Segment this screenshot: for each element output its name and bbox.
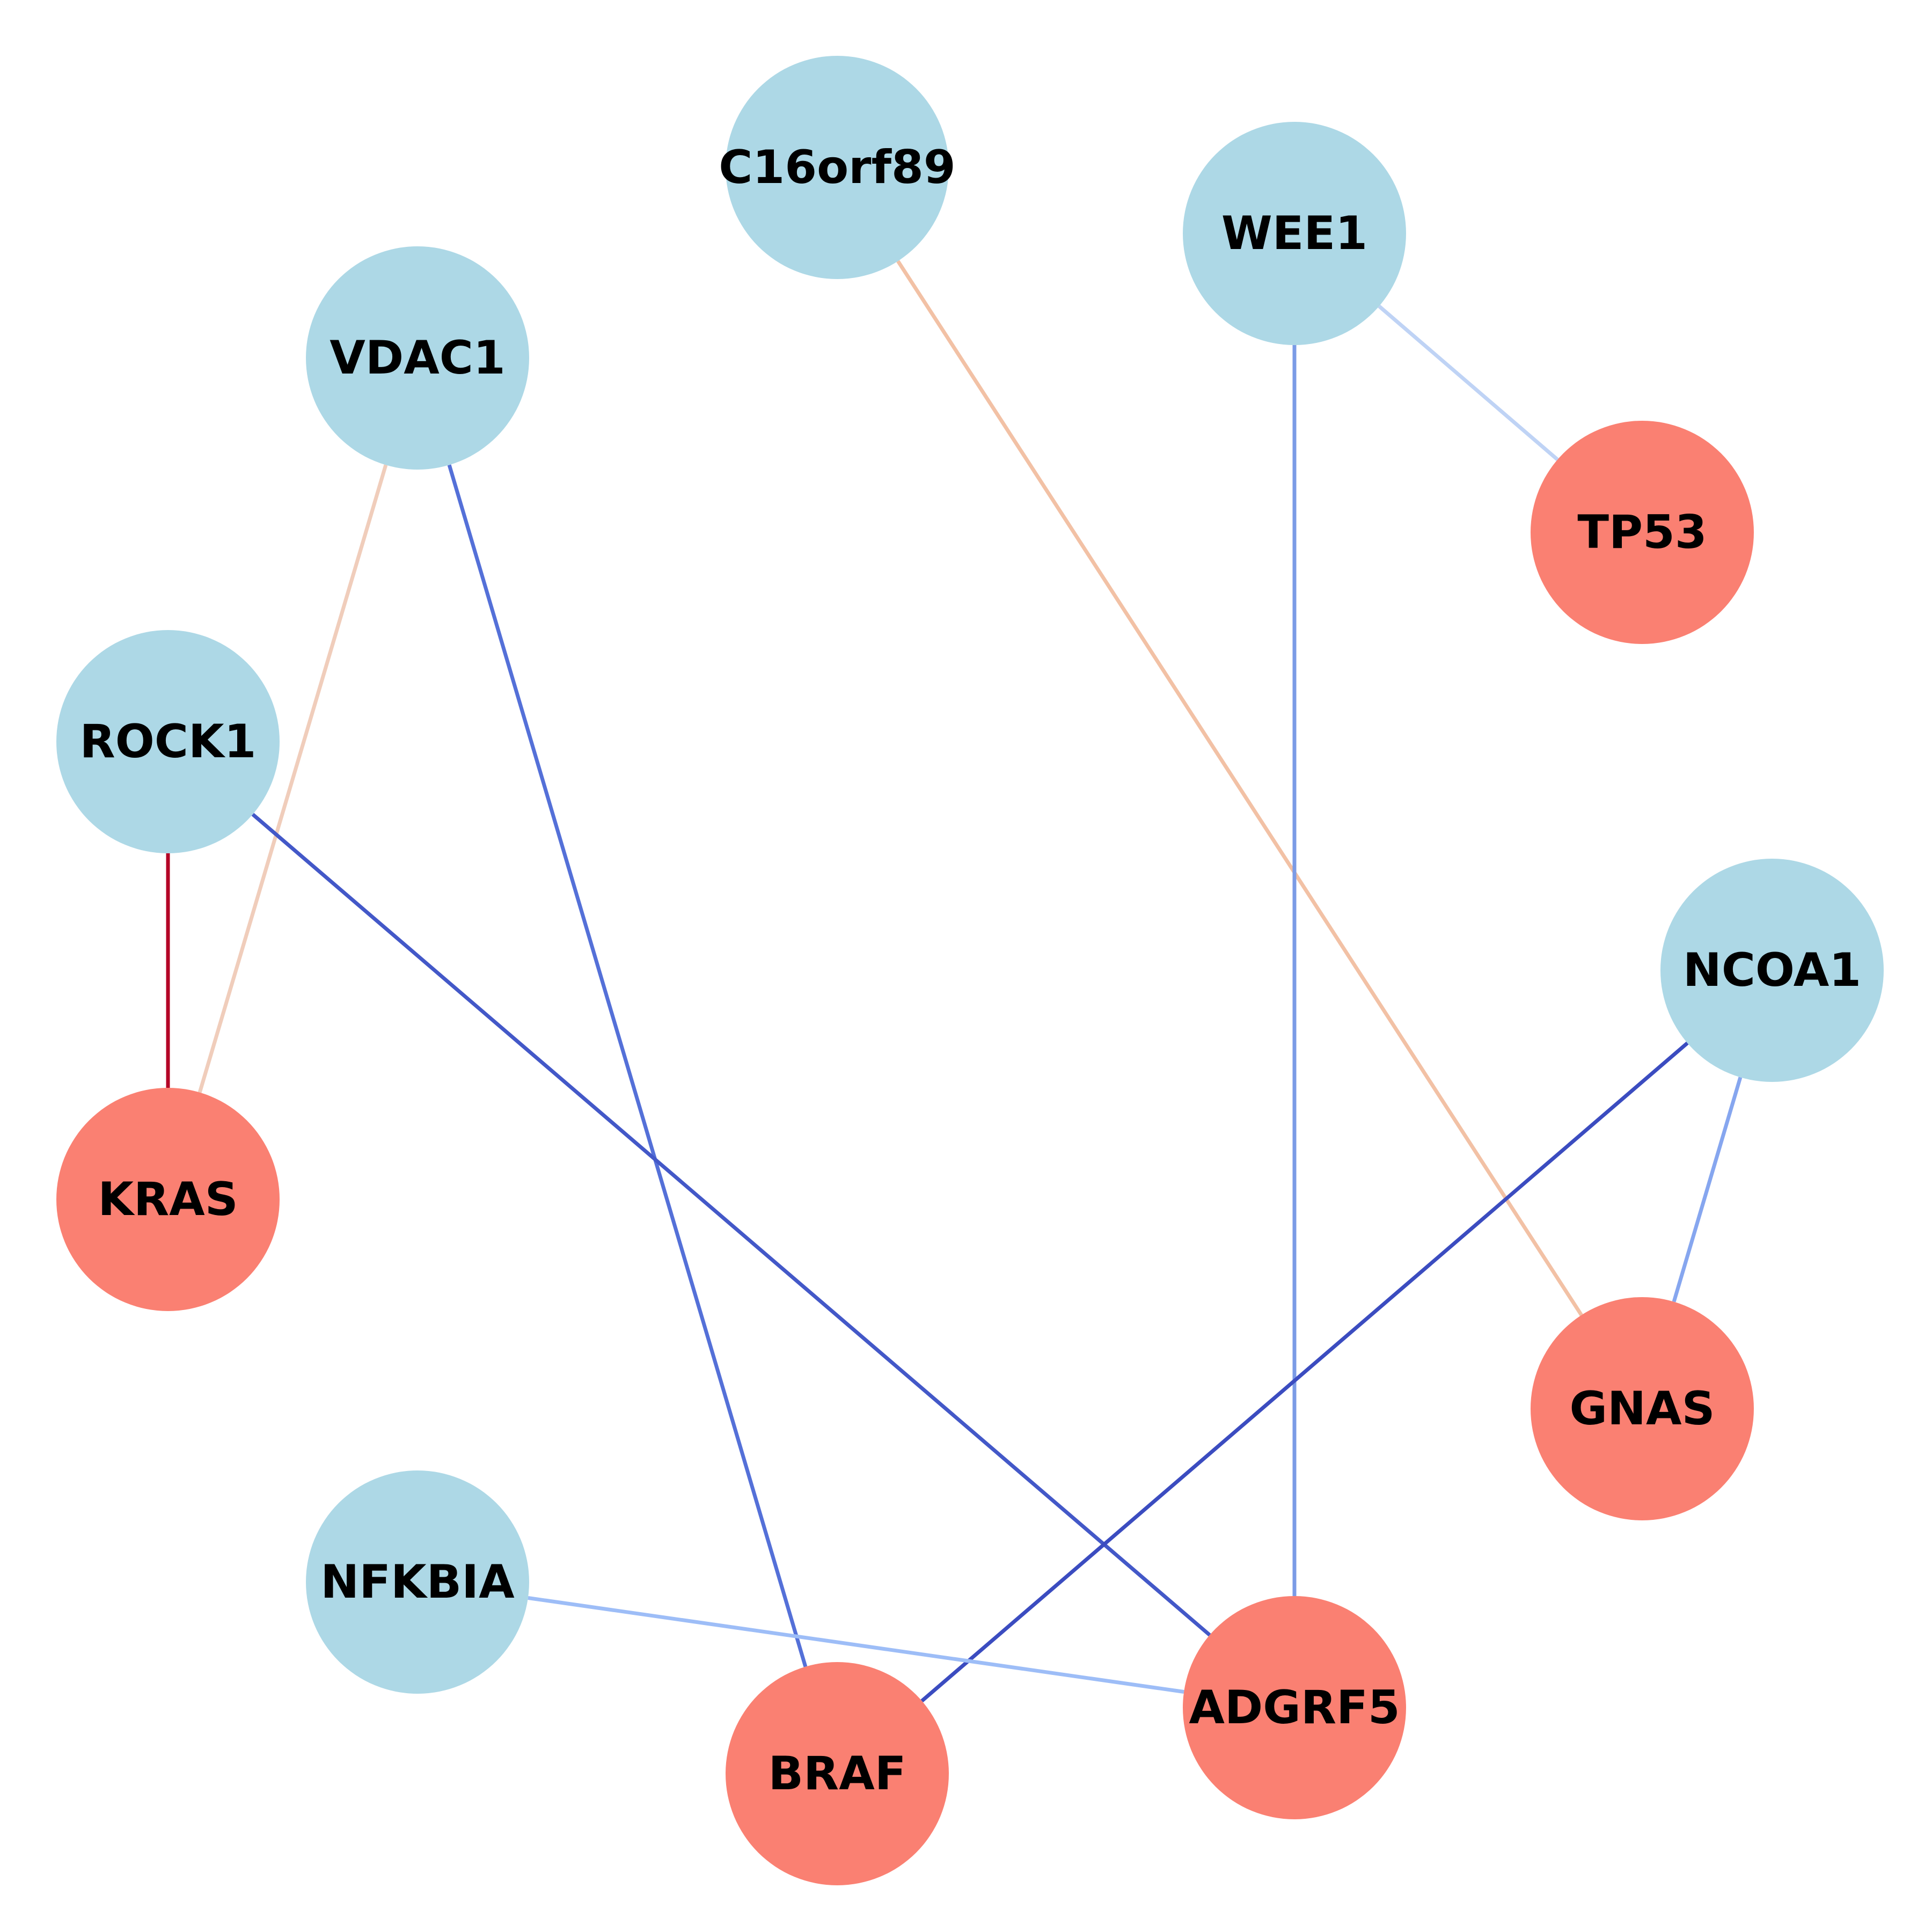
node-tp53[interactable]: TP53 — [1531, 421, 1754, 644]
node-adgrf5[interactable]: ADGRF5 — [1183, 1596, 1406, 1819]
node-label: ROCK1 — [80, 715, 257, 769]
node-rock1[interactable]: ROCK1 — [56, 630, 280, 853]
node-nfkbia[interactable]: NFKBIA — [306, 1470, 529, 1694]
node-label: KRAS — [98, 1173, 238, 1226]
node-label: ADGRF5 — [1189, 1681, 1400, 1735]
edge-rock1-adgrf5 — [251, 813, 1211, 1637]
node-vdac1[interactable]: VDAC1 — [306, 246, 529, 470]
node-circle[interactable] — [1531, 1297, 1754, 1520]
node-label: NCOA1 — [1683, 943, 1861, 997]
node-circle[interactable] — [1660, 859, 1884, 1082]
node-label: C16orf89 — [719, 141, 955, 194]
node-braf[interactable]: BRAF — [726, 1662, 949, 1885]
node-label: NFKBIA — [320, 1555, 515, 1609]
node-label: VDAC1 — [330, 331, 505, 385]
node-label: TP53 — [1577, 506, 1707, 559]
node-label: BRAF — [768, 1747, 906, 1801]
edge-wee1-tp53 — [1378, 304, 1559, 462]
edge-ncoa1-gnas — [1672, 1077, 1743, 1302]
node-circle[interactable] — [56, 1088, 280, 1311]
edge-nfkbia-adgrf5 — [528, 1596, 1184, 1694]
edge-layer — [166, 260, 1743, 1703]
edge-ncoa1-braf — [920, 1041, 1689, 1703]
edge-vdac1-kras — [197, 464, 388, 1093]
node-wee1[interactable]: WEE1 — [1183, 122, 1406, 345]
node-circle[interactable] — [1183, 1596, 1406, 1819]
node-label: WEE1 — [1221, 207, 1367, 260]
edge-c16orf89-gnas — [896, 260, 1583, 1316]
node-gnas[interactable]: GNAS — [1531, 1297, 1754, 1520]
node-circle[interactable] — [56, 630, 280, 853]
node-circle[interactable] — [726, 56, 949, 279]
node-circle[interactable] — [1531, 421, 1754, 644]
node-circle[interactable] — [306, 1470, 529, 1694]
node-kras[interactable]: KRAS — [56, 1088, 280, 1311]
edge-vdac1-braf — [447, 464, 808, 1667]
node-circle[interactable] — [306, 246, 529, 470]
node-c16orf89[interactable]: C16orf89 — [719, 56, 956, 279]
node-ncoa1[interactable]: NCOA1 — [1660, 859, 1884, 1082]
node-label: GNAS — [1569, 1382, 1715, 1436]
node-circle[interactable] — [1183, 122, 1406, 345]
node-circle[interactable] — [726, 1662, 949, 1885]
